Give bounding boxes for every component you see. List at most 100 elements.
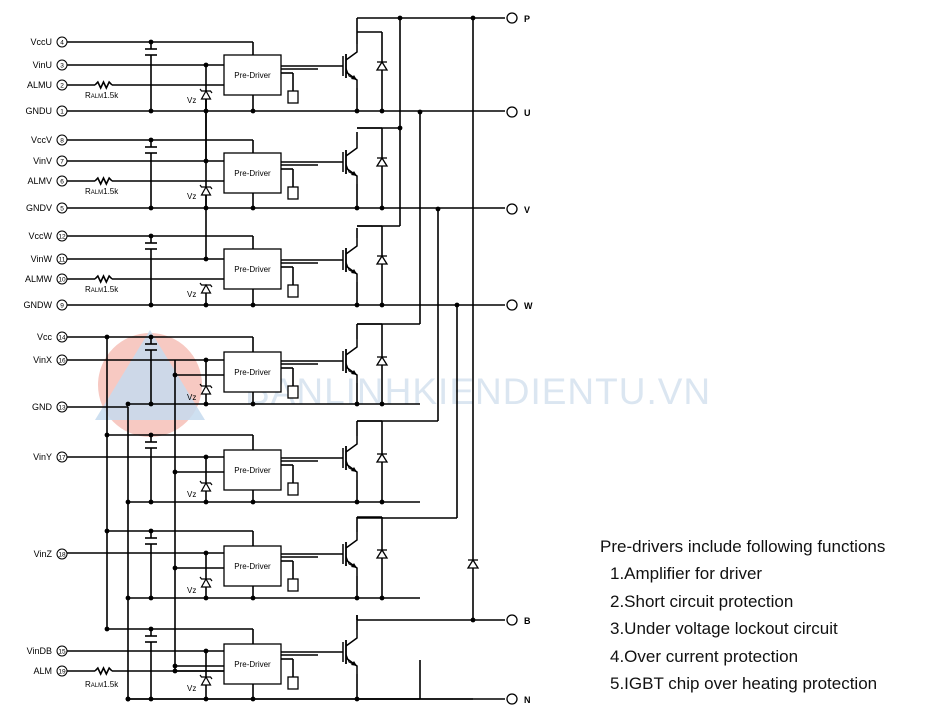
igbt-collector [345, 238, 358, 255]
junction-dot [203, 357, 209, 363]
junction-dot [379, 499, 385, 505]
zener-label: Vz [187, 586, 196, 595]
junction-dot [379, 302, 385, 308]
pin-label: VinV [33, 156, 52, 166]
output-terminal [506, 12, 518, 24]
junction-dot [148, 302, 154, 308]
junction-dot [354, 205, 360, 211]
pin-number: 16 [58, 357, 66, 364]
functions-heading: Pre-drivers include following functions [600, 537, 886, 556]
junction-dot [203, 648, 209, 654]
pin-terminal [56, 665, 68, 677]
output-label-n: N [524, 695, 531, 705]
junction-dot [172, 565, 178, 571]
resistor-label: RALM1.5k [85, 285, 119, 294]
pre-driver-block [223, 545, 282, 587]
resistor-prefix: R [85, 680, 91, 689]
pre-driver-label: Pre-Driver [234, 562, 271, 571]
pin-label: ALMU [27, 80, 52, 90]
pin-label: VinDB [27, 646, 52, 656]
output-label-w: W [524, 301, 533, 311]
pin-number: 4 [60, 39, 64, 46]
igbt-emitter [345, 559, 358, 576]
pin-number: 3 [60, 62, 64, 69]
junction-dot [250, 696, 256, 702]
pin-terminal [56, 645, 68, 657]
pin-label: VccV [31, 135, 52, 145]
watermark-text: BANLINHKIENDIENTU.VN [245, 371, 711, 412]
junction-dot [203, 401, 209, 407]
pin-label: GNDV [26, 203, 52, 213]
pin-terminal [56, 155, 68, 167]
junction-dot [125, 696, 131, 702]
igbt-emitter [345, 167, 358, 184]
junction-dot [172, 668, 178, 674]
pin-number: 15 [58, 648, 66, 655]
freewheel-diode [375, 548, 389, 559]
junction-dot [203, 158, 209, 164]
junction-dot [148, 528, 154, 534]
freewheel-diode [375, 254, 389, 265]
pre-driver-block [223, 152, 282, 194]
thermal-sensor [287, 90, 299, 104]
thermal-sensor [287, 676, 299, 690]
pin-number: 13 [58, 404, 66, 411]
zener-label: Vz [187, 684, 196, 693]
resistor-label: RALM1.5k [85, 680, 119, 689]
pin-terminal [56, 134, 68, 146]
pin-number: 6 [60, 178, 64, 185]
pin-label: GNDU [26, 106, 53, 116]
pin-terminal [56, 59, 68, 71]
function-item: 4.Over current protection [610, 646, 799, 666]
pin-number: 9 [60, 302, 64, 309]
pin-label: VinY [33, 452, 52, 462]
pin-terminal [56, 273, 68, 285]
function-item: 5.IGBT chip over heating protection [610, 674, 878, 694]
function-item: 1.Amplifier for driver [610, 564, 763, 583]
junction-dot [250, 401, 256, 407]
resistor-value: 1.5k [103, 680, 119, 689]
pin-label: VinW [31, 254, 53, 264]
pin-terminal [56, 299, 68, 311]
zener-bar [199, 674, 213, 680]
functions-list: Pre-drivers include following functions … [600, 534, 885, 698]
junction-dot [354, 108, 360, 114]
thermal-sensor [287, 482, 299, 496]
resistor-zigzag [94, 274, 113, 284]
freewheel-diode [375, 156, 389, 167]
output-terminal [506, 299, 518, 311]
junction-dot [148, 499, 154, 505]
junction-dot [148, 137, 154, 143]
junction-dot [148, 39, 154, 45]
pin-number: 17 [58, 454, 66, 461]
junction-dot [354, 302, 360, 308]
resistor-label: RALM1.5k [85, 91, 119, 100]
pin-terminal [56, 36, 68, 48]
freewheel-diode [375, 452, 389, 463]
pre-driver-label: Pre-Driver [234, 71, 271, 80]
junction-dot [354, 401, 360, 407]
junction-dot [148, 108, 154, 114]
junction-dot [148, 401, 154, 407]
pin-terminal [56, 230, 68, 242]
igbt-sense [345, 261, 358, 275]
resistor-subscript: ALM [91, 190, 103, 196]
junction-dot [470, 15, 476, 21]
pin-terminal [56, 79, 68, 91]
zener-label: Vz [187, 192, 196, 201]
resistor-label: RALM1.5k [85, 187, 119, 196]
junction-dot [470, 617, 476, 623]
pin-label: ALMV [27, 176, 52, 186]
thermal-sensor [287, 284, 299, 298]
resistor-zigzag [94, 666, 113, 676]
pin-label: ALMW [25, 274, 53, 284]
igbt-sense [345, 163, 358, 177]
junction-dot [104, 626, 110, 632]
resistor-prefix: R [85, 91, 91, 100]
resistor-subscript: ALM [91, 683, 103, 689]
junction-dot [203, 302, 209, 308]
freewheel-diode [375, 60, 389, 71]
output-terminal [506, 203, 518, 215]
